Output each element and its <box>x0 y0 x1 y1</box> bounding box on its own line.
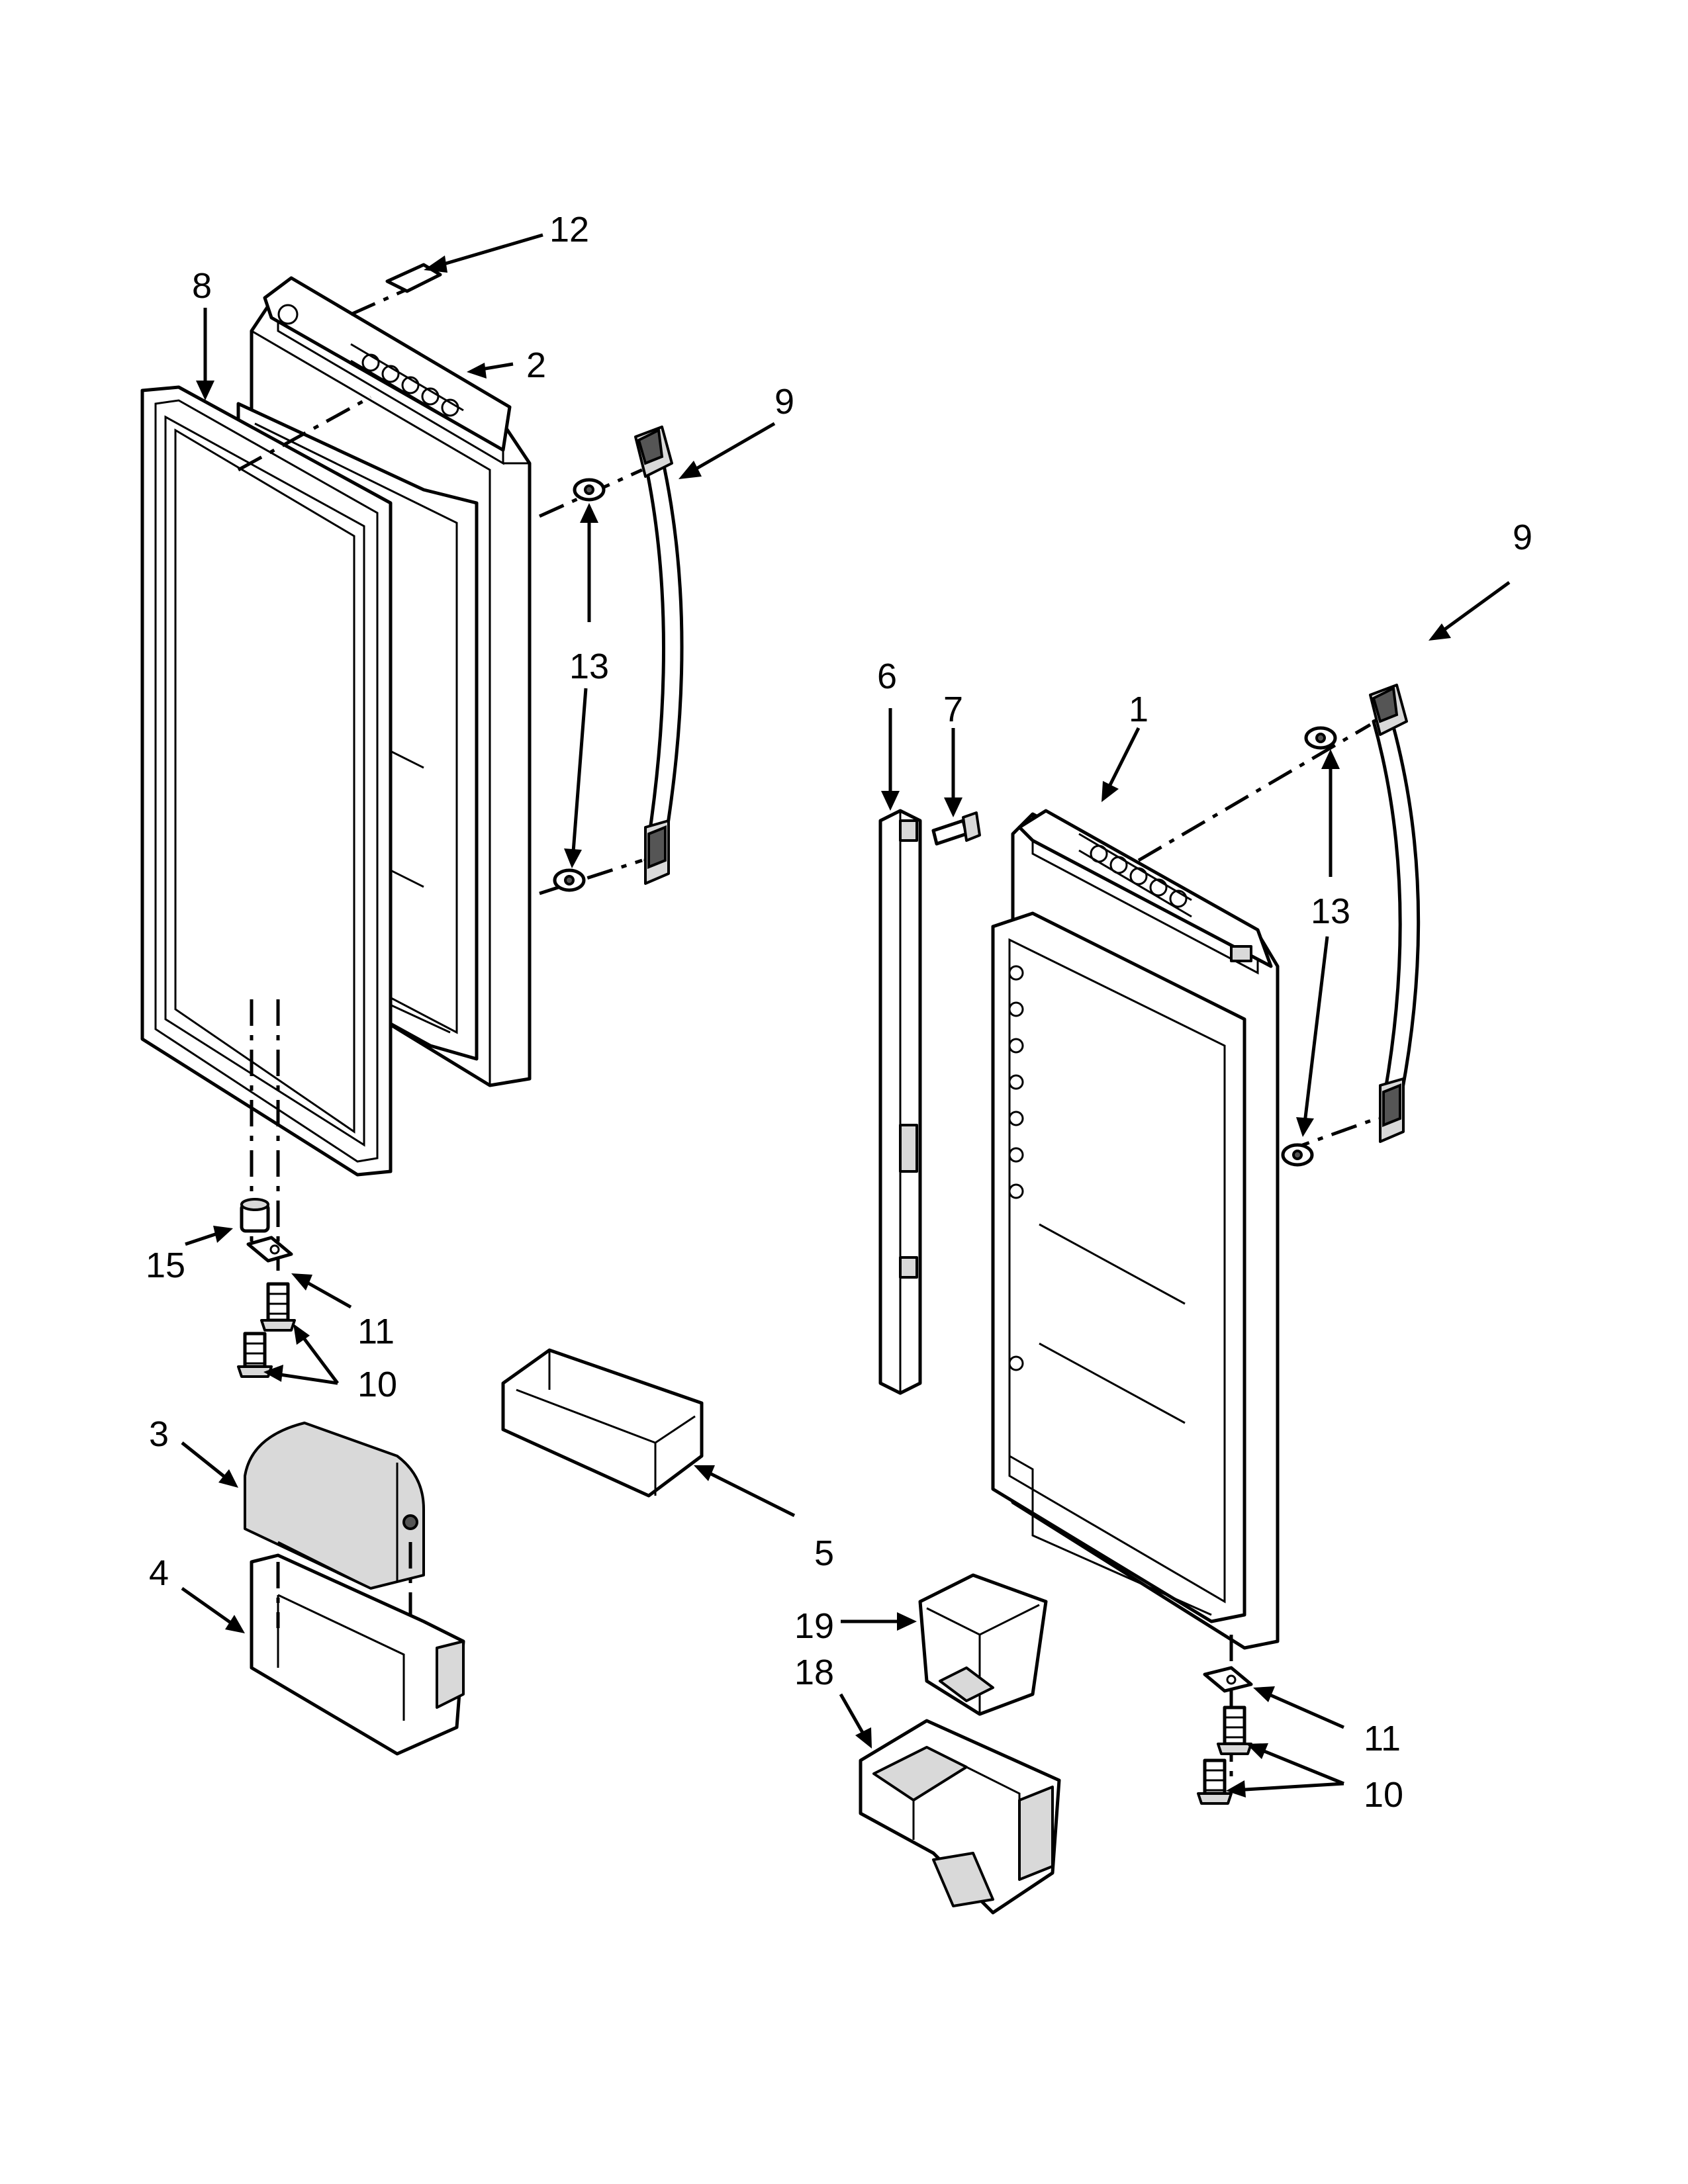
callout-18: 18 <box>794 1653 834 1692</box>
callout-13-left: 13 <box>569 647 609 686</box>
callout-13-right: 13 <box>1311 891 1350 931</box>
right-handle-screw-top <box>1304 726 1337 750</box>
callout-9-right: 9 <box>1513 518 1532 557</box>
right-liner-shelf-slots <box>1008 965 1024 1371</box>
center-mullion-part-6 <box>878 809 922 1395</box>
callout-12: 12 <box>549 210 589 250</box>
right-door-handle <box>1369 684 1421 1143</box>
left-hinge-screw-lower <box>237 1332 273 1378</box>
dispenser-funnel-part-19 <box>918 1573 1048 1716</box>
callout-7: 7 <box>943 690 963 729</box>
left-handle-screw-bottom <box>553 868 586 892</box>
ice-bin-part-4 <box>250 1553 465 1756</box>
left-hinge-screw-upper <box>260 1282 296 1332</box>
callout-1: 1 <box>1129 690 1149 729</box>
left-hinge-pin-part-15 <box>240 1198 270 1233</box>
right-door-top-cap <box>1017 809 1273 968</box>
top-clip-part-12 <box>385 263 442 293</box>
left-door-gasket <box>140 385 393 1177</box>
left-handle-bottom-line <box>539 858 643 895</box>
left-door-top-cap <box>263 276 512 452</box>
right-hinge-screw-lower <box>1197 1758 1233 1805</box>
left-door-handle <box>634 426 684 885</box>
mullion-screw-part-7 <box>931 811 981 846</box>
callout-2: 2 <box>526 345 546 385</box>
left-gasket-to-door-line <box>237 395 372 472</box>
callout-3: 3 <box>149 1414 169 1454</box>
callout-11-left: 11 <box>357 1312 395 1351</box>
callout-8: 8 <box>192 266 212 306</box>
callout-4: 4 <box>149 1553 169 1593</box>
door-bin-part-5 <box>501 1348 704 1498</box>
callout-15: 15 <box>146 1246 185 1285</box>
right-handle-top-line <box>1137 723 1372 862</box>
left-hinge-shim-part-11 <box>246 1236 293 1263</box>
leader-lines <box>181 233 1511 1797</box>
callout-9-left: 9 <box>774 382 794 422</box>
right-hinge-screw-upper <box>1217 1706 1252 1755</box>
callout-19: 19 <box>794 1606 834 1646</box>
right-handle-screw-bottom <box>1281 1143 1314 1167</box>
right-hinge-shim-part-11 <box>1203 1666 1253 1693</box>
callout-5: 5 <box>814 1533 834 1573</box>
callout-11-right: 11 <box>1364 1719 1401 1758</box>
callout-10-right: 10 <box>1364 1775 1403 1815</box>
callout-10-left: 10 <box>357 1365 397 1404</box>
left-handle-screw-top <box>573 478 606 502</box>
ice-bin-cover-part-3 <box>244 1422 425 1590</box>
ice-chute-housing-part-18 <box>859 1719 1061 1915</box>
right-door-liner <box>991 911 1246 1623</box>
callout-labels: 12 8 2 9 13 15 11 10 3 4 5 6 7 1 9 13 19… <box>146 210 1532 1815</box>
left-top-clip-line <box>350 286 412 316</box>
callout-6: 6 <box>877 657 897 696</box>
